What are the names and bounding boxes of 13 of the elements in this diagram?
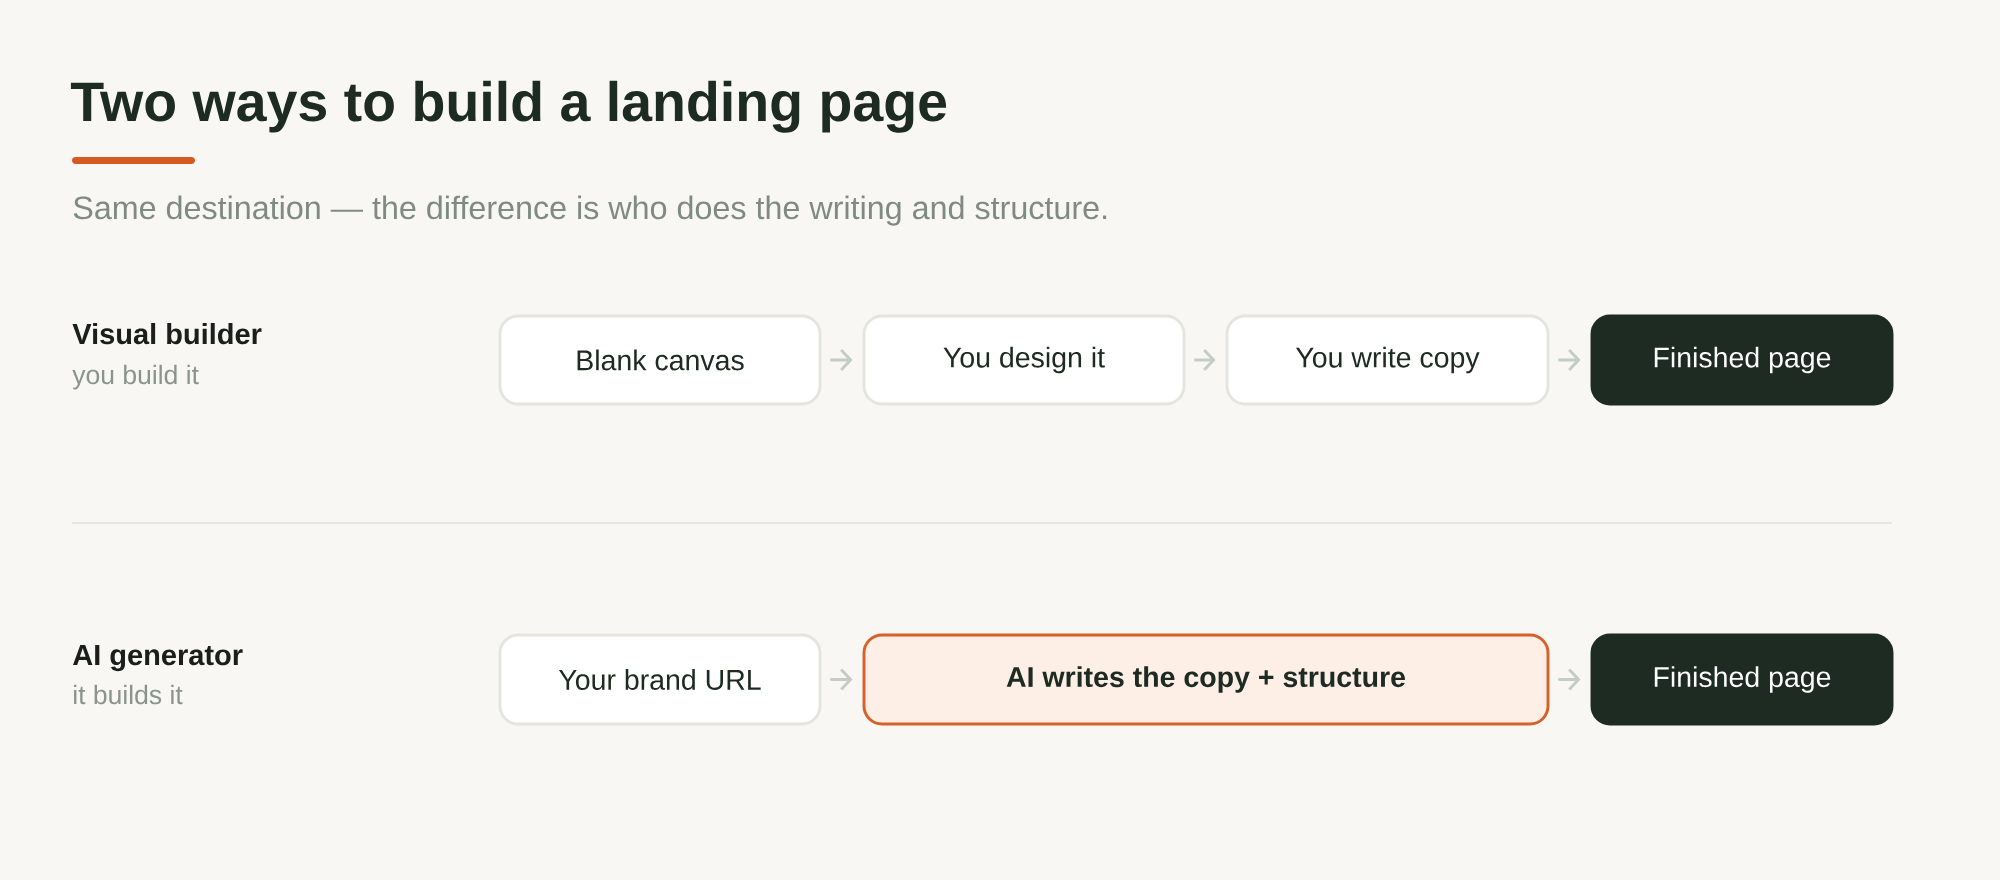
result-box: Finished page: [1590, 633, 1894, 726]
title: Two ways to build a landing page: [70, 80, 947, 133]
subtitle: Same destination — the difference is who does the writing and structure.: [73, 195, 1107, 226]
row-subheading: it builds it: [74, 684, 183, 705]
row-heading: Visual builder: [72, 322, 262, 345]
step-box: Your brand URL: [498, 633, 822, 726]
step-box: You design it: [862, 314, 1186, 406]
row-subheading: you build it: [72, 364, 199, 390]
step-box: You write copy: [1225, 314, 1550, 406]
row-heading: AI generator: [73, 645, 243, 672]
result-box: Finished page: [1590, 314, 1894, 406]
step-box: Blank canvas: [498, 314, 822, 406]
highlighted-step-box: AI writes the copy + structure: [862, 633, 1550, 726]
